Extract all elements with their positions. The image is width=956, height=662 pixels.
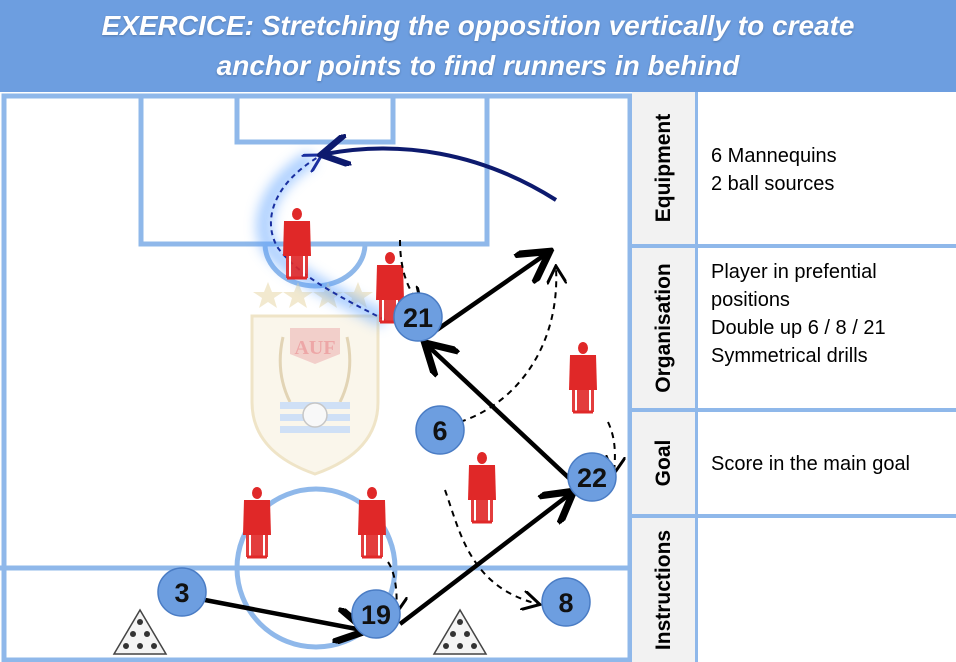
runner-glow-path xyxy=(256,151,389,328)
organisation-label: Organisation xyxy=(651,263,675,393)
player-number: 3 xyxy=(174,578,189,608)
pitch-diagram: AUF xyxy=(0,93,632,662)
auf-crest-watermark: AUF xyxy=(250,282,380,476)
mannequin-6 xyxy=(356,485,388,559)
equipment-line: 6 Mannequins xyxy=(711,145,837,167)
crest-letters: AUF xyxy=(294,337,335,359)
player-number: 8 xyxy=(558,588,573,618)
mannequin-5 xyxy=(241,485,273,559)
instructions-row: Instructions xyxy=(632,514,956,662)
exercise-title-banner: EXERCICE: Stretching the opposition vert… xyxy=(0,0,956,92)
mannequin-1 xyxy=(281,206,313,280)
player-21: 21 xyxy=(393,292,443,342)
instructions-label: Instructions xyxy=(651,529,675,651)
player-number: 19 xyxy=(361,600,391,630)
goal-line: Score in the main goal xyxy=(711,453,911,475)
player-19: 19 xyxy=(351,589,401,639)
organisation-line: Double up 6 / 8 / 21 xyxy=(711,317,886,339)
mannequin-4 xyxy=(466,450,498,524)
player-number: 6 xyxy=(432,416,447,446)
exercise-info-panel: Equipment 6 Mannequins 2 ball sources Or… xyxy=(632,92,956,662)
goal-row: Goal Score in the main goal xyxy=(632,408,956,514)
title-line-1: EXERCICE: Stretching the opposition vert… xyxy=(101,10,855,41)
navy-pass-arrow xyxy=(325,149,558,202)
ball-source-left xyxy=(112,608,168,655)
pass-arrows xyxy=(204,254,570,630)
player-number: 21 xyxy=(403,303,433,333)
equipment-row: Equipment 6 Mannequins 2 ball sources xyxy=(632,92,956,244)
equipment-line: 2 ball sources xyxy=(711,173,835,195)
organisation-text: Player in prefential positions Double up… xyxy=(711,258,950,370)
goal-label: Goal xyxy=(651,439,675,487)
player-3: 3 xyxy=(157,567,207,617)
equipment-text: 6 Mannequins 2 ball sources xyxy=(711,142,950,198)
title-line-2: anchor points to find runners in behind xyxy=(216,50,740,81)
player-6: 6 xyxy=(415,405,465,455)
player-number: 22 xyxy=(577,463,607,493)
equipment-label: Equipment xyxy=(651,113,675,223)
organisation-line: positions xyxy=(711,289,790,311)
ball-source-right xyxy=(432,608,488,655)
organisation-line: Symmetrical drills xyxy=(711,345,868,367)
mannequin-3 xyxy=(567,340,599,414)
organisation-row: Organisation Player in prefential positi… xyxy=(632,244,956,408)
organisation-line: Player in prefential xyxy=(711,261,877,283)
player-22: 22 xyxy=(567,452,617,502)
goal-text: Score in the main goal xyxy=(711,450,950,478)
player-8: 8 xyxy=(541,577,591,627)
